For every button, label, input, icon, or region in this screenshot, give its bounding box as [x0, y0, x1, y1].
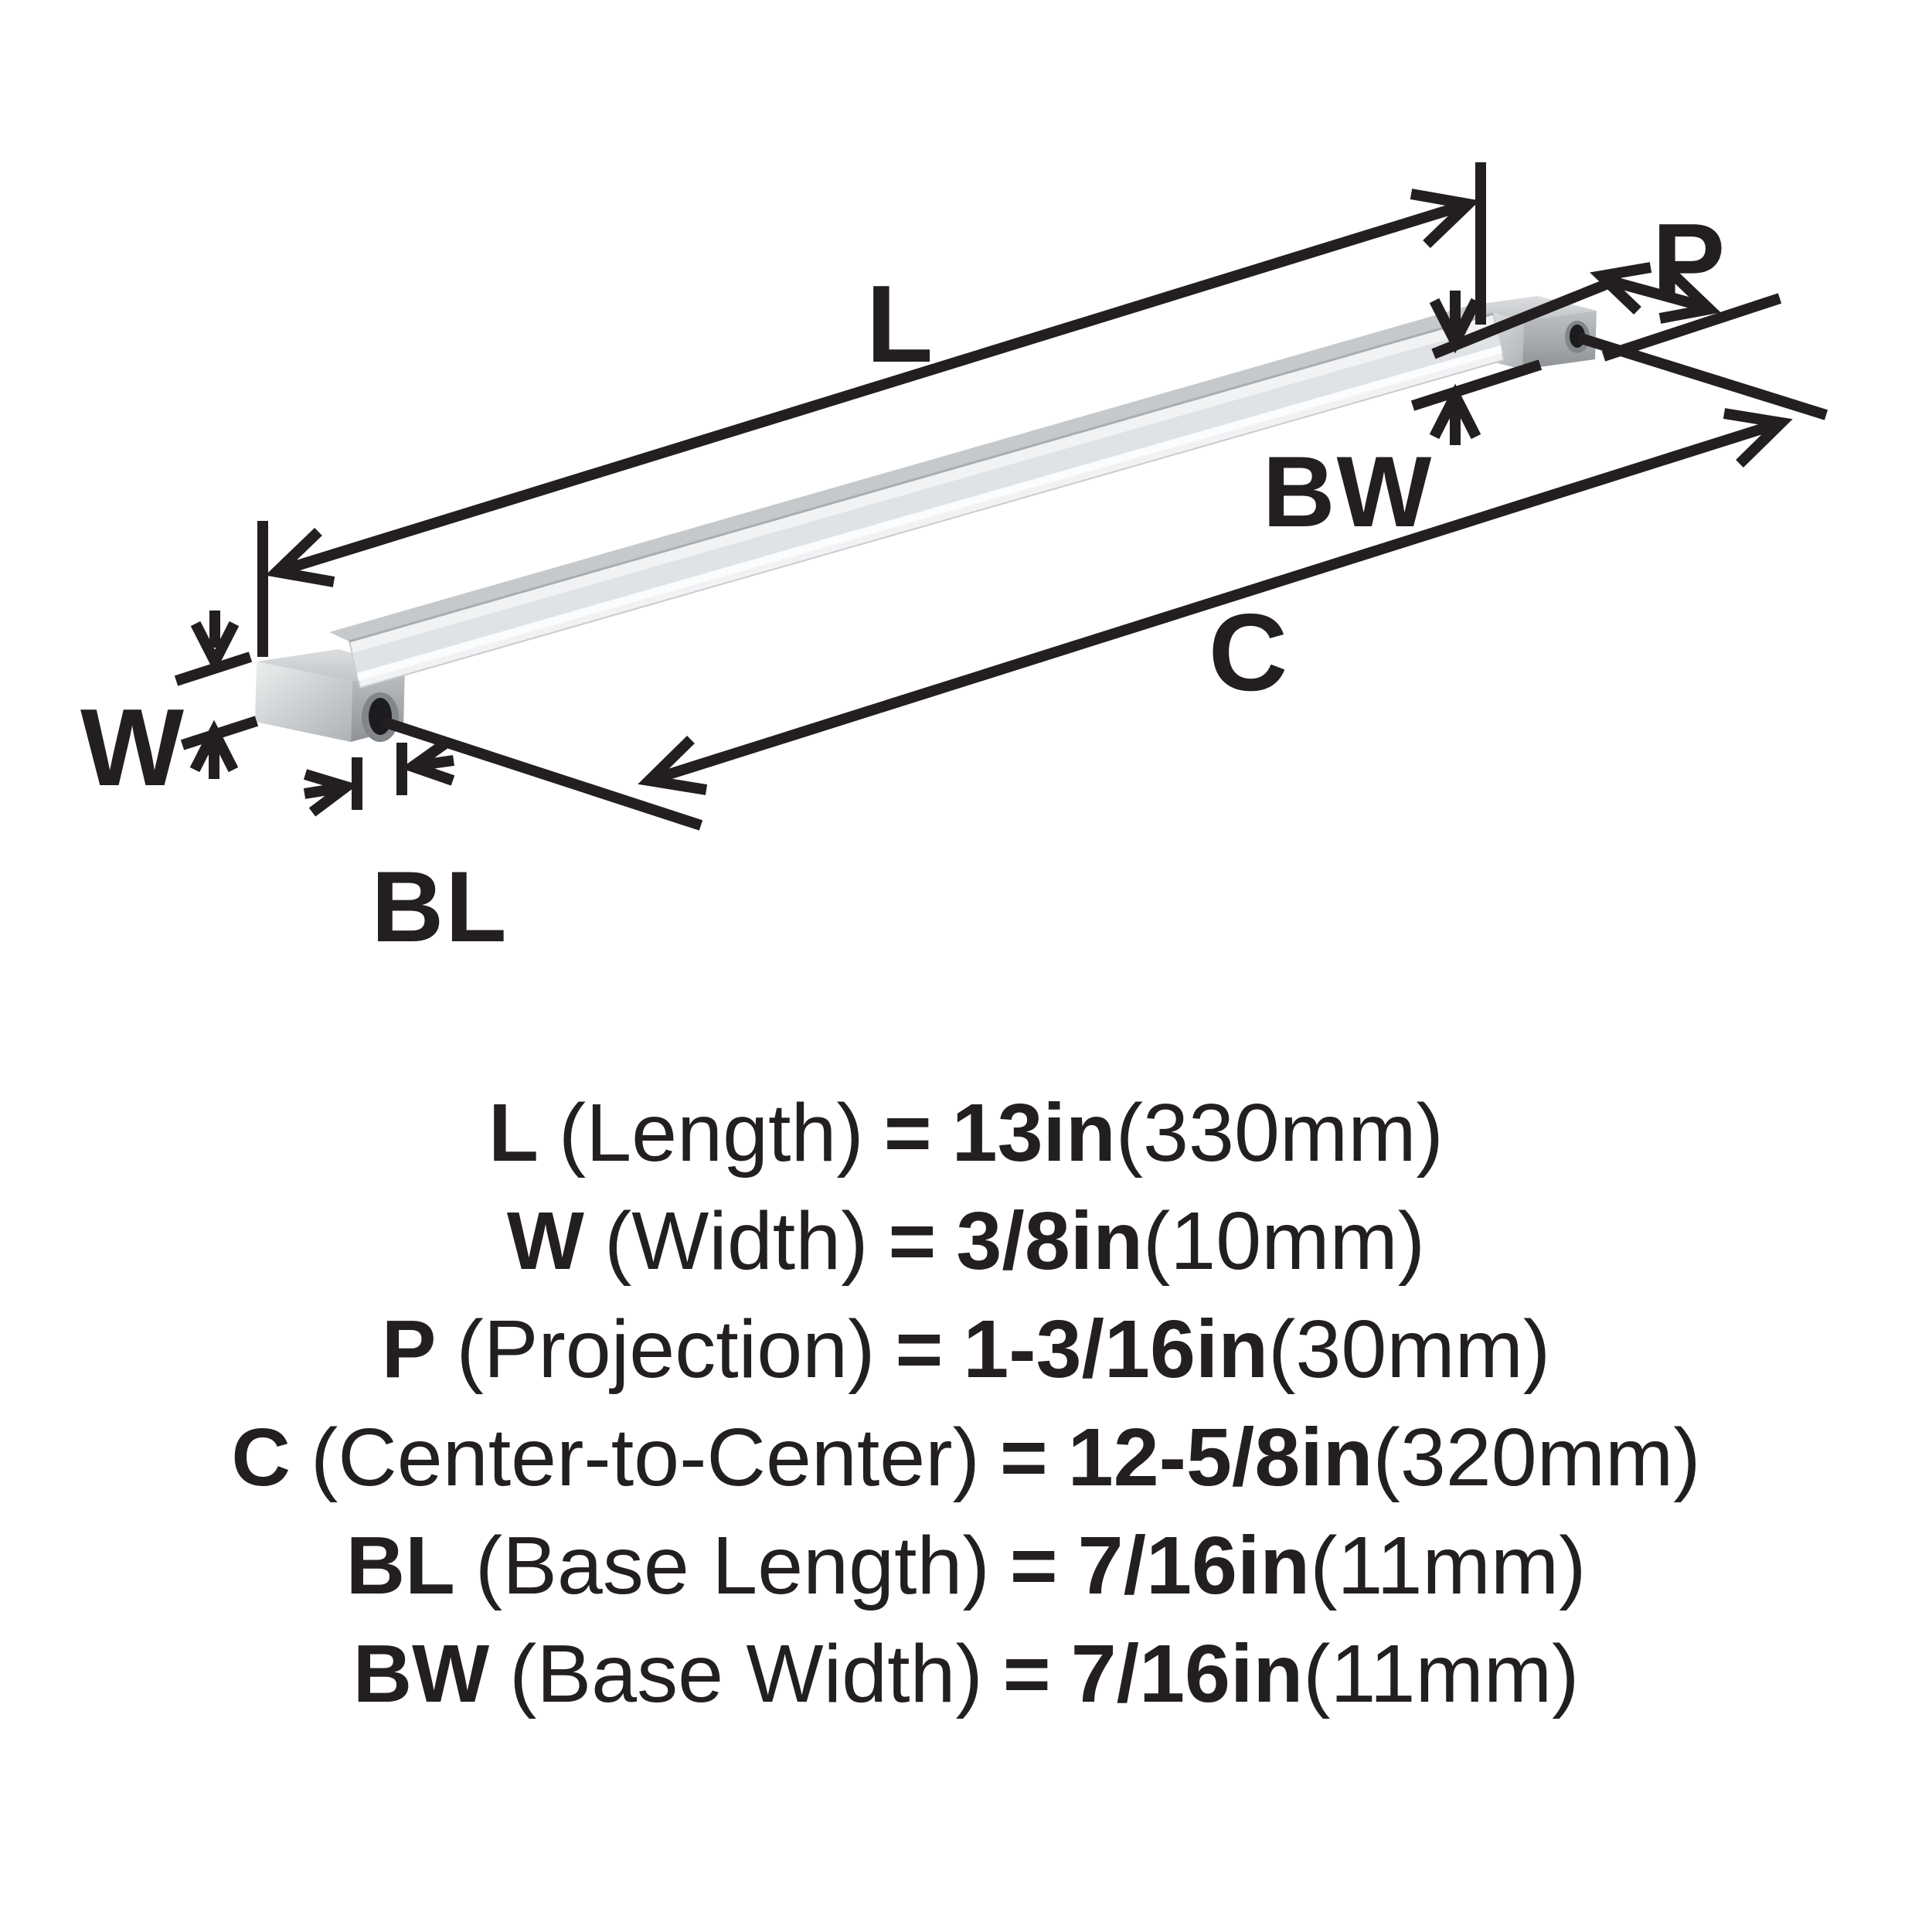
legend-name: (Base Width) [509, 1628, 983, 1719]
dimension-legend: L(Length)=13in(330mm) W(Width)=3/8in(10m… [0, 1079, 1932, 1728]
legend-metric: (11mm) [1303, 1628, 1580, 1719]
bar-front-highlight [357, 345, 1502, 681]
center-witness-left [381, 716, 703, 831]
legend-row-width: W(Width)=3/8in(10mm) [0, 1187, 1932, 1295]
legend-equals: = [1002, 1628, 1051, 1719]
legend-metric: (10mm) [1142, 1196, 1426, 1287]
legend-value: 1-3/16in [963, 1304, 1269, 1395]
handle-bar [329, 304, 1505, 689]
base-length-arrowhead-right-pointing [303, 769, 359, 817]
dimension-lines [174, 162, 1828, 831]
legend-symbol: BW [352, 1628, 490, 1719]
base-width-tick-upper [1431, 273, 1624, 359]
legend-value: 7/16in [1070, 1628, 1304, 1719]
legend-symbol: P [381, 1304, 437, 1395]
dim-projection [1590, 262, 1782, 362]
legend-name: (Projection) [456, 1304, 876, 1395]
legend-row-center: C(Center-to-Center)=12-5/8in(320mm) [0, 1403, 1932, 1512]
length-arrowhead-right [1410, 189, 1480, 249]
center-arrowhead-right [1723, 408, 1793, 468]
legend-row-base-width: BW(Base Width)=7/16in(11mm) [0, 1620, 1932, 1728]
base-length-arrowhead-left-pointing [400, 737, 455, 786]
label-width: W [80, 686, 185, 809]
right-base-top-face [1465, 296, 1597, 321]
base-width-tick-lower [1410, 359, 1543, 411]
label-length: L [866, 263, 935, 386]
legend-metric: (11mm) [1310, 1520, 1587, 1611]
width-arrowhead-down [190, 621, 240, 674]
projection-arrowhead-left [1590, 262, 1652, 315]
center-arrowhead-left [638, 736, 708, 795]
projection-arrow-shaft [1604, 274, 1706, 312]
dim-base-length [303, 737, 455, 817]
legend-name: (Center-to-Center) [310, 1412, 980, 1503]
legend-equals: = [999, 1412, 1048, 1503]
projection-arrowhead-right [1658, 270, 1721, 324]
legend-equals: = [1009, 1520, 1058, 1611]
legend-row-length: L(Length)=13in(330mm) [0, 1079, 1932, 1187]
legend-equals: = [883, 1087, 932, 1179]
dimension-letters: L W P C BL BW [80, 201, 1727, 963]
bar-front-channel [352, 325, 1501, 673]
legend-value: 3/8in [956, 1196, 1143, 1287]
label-base-length: BL [371, 850, 508, 963]
legend-name: (Width) [604, 1196, 869, 1287]
label-base-width: BW [1263, 435, 1434, 548]
dim-width [174, 611, 259, 779]
legend-symbol: W [506, 1196, 584, 1287]
base-width-arrowhead-up [1429, 383, 1481, 440]
legend-row-base-length: BL(Base Length)=7/16in(11mm) [0, 1512, 1932, 1620]
legend-name: (Length) [558, 1087, 864, 1179]
label-projection: P [1652, 201, 1727, 324]
legend-value: 13in [951, 1087, 1116, 1179]
legend-name: (Base Length) [474, 1520, 990, 1611]
legend-metric: (330mm) [1115, 1087, 1444, 1179]
left-screw-hole [369, 698, 392, 735]
projection-tick-outer [1601, 293, 1782, 362]
length-arrowhead-left [265, 527, 335, 587]
legend-row-projection: P(Projection)=1-3/16in(30mm) [0, 1295, 1932, 1403]
length-dimension-line [274, 199, 1471, 577]
bar-top-crease [349, 312, 1494, 643]
legend-equals: = [895, 1304, 944, 1395]
dim-length [257, 162, 1486, 657]
center-dimension-line [647, 417, 1784, 786]
left-base-front-face [255, 662, 352, 742]
legend-symbol: C [231, 1412, 291, 1503]
legend-equals: = [888, 1196, 937, 1287]
legend-value: 7/16in [1077, 1520, 1311, 1611]
label-center: C [1209, 591, 1290, 714]
base-width-arrowhead-down [1429, 298, 1481, 354]
handle-pull [255, 296, 1597, 742]
legend-metric: (320mm) [1372, 1412, 1701, 1503]
legend-symbol: L [488, 1087, 539, 1179]
dim-base-width [1410, 273, 1624, 445]
legend-symbol: BL [345, 1520, 455, 1611]
bar-top-face [329, 304, 1493, 641]
legend-metric: (30mm) [1268, 1304, 1551, 1395]
legend-value: 12-5/8in [1067, 1412, 1373, 1503]
width-arrowhead-up [189, 719, 239, 773]
